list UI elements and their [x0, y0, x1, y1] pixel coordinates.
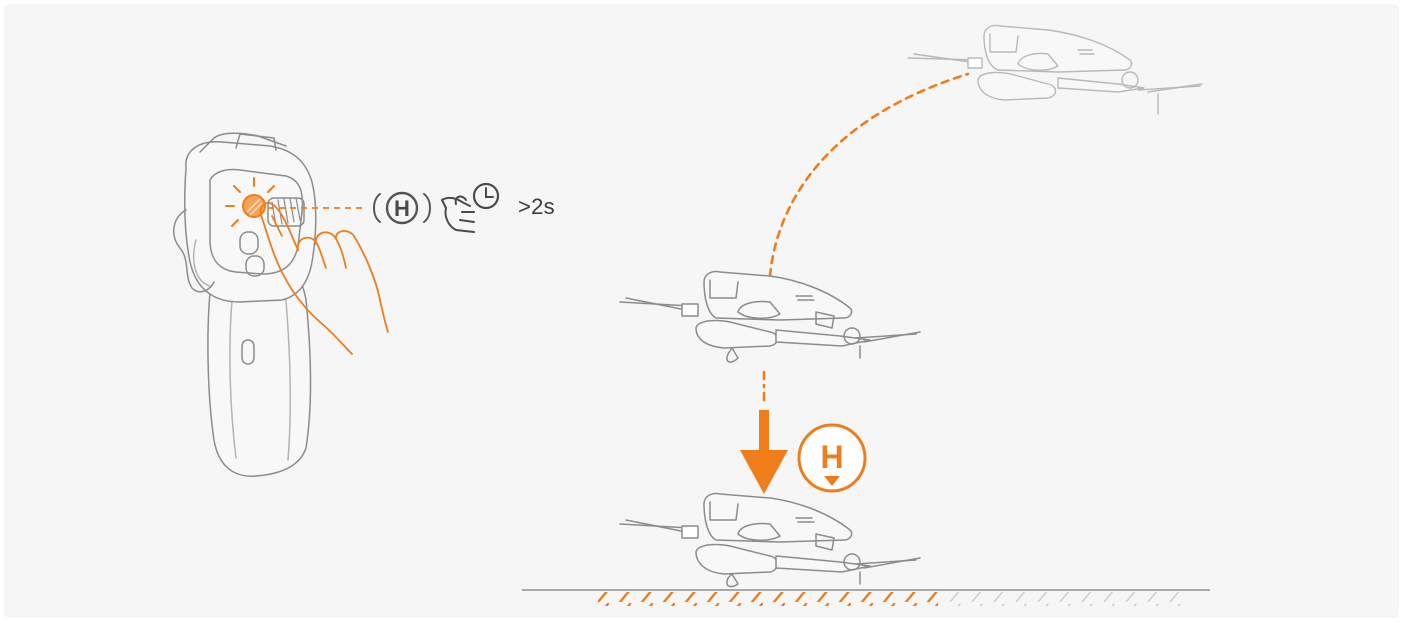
rth-button-icon: H [374, 193, 430, 223]
rth-button-letter: H [394, 196, 410, 221]
drone-icon [908, 25, 1202, 114]
landing-badge-letter: H [820, 439, 843, 475]
down-arrow-icon [740, 410, 788, 494]
clock-icon [474, 184, 498, 208]
press-duration-label: >2s [518, 194, 555, 220]
return-flight-path [770, 74, 968, 276]
drone-icon [620, 271, 920, 362]
drone-icon [620, 493, 920, 586]
remote-controller-icon [174, 133, 316, 476]
tap-and-hold-icon [442, 197, 474, 232]
ground [522, 590, 1210, 606]
landing-badge-icon: H [799, 425, 865, 491]
